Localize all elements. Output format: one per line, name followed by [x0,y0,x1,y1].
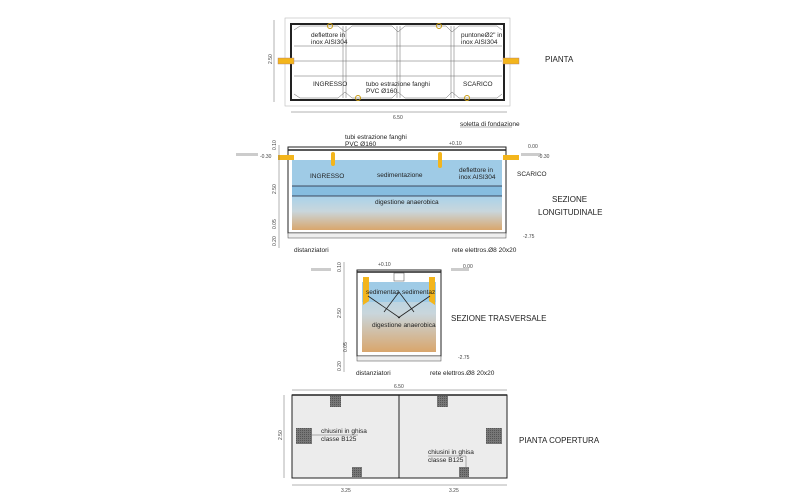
label-soletta: soletta di fondazione [460,121,520,128]
label-tubo: tubo estrazione fanghi [366,81,430,88]
tank-outline [290,23,505,101]
label-digestione: digestione anaerobica [375,199,439,206]
transverse-section: +0.10 0.00 -2.75 sedimentaz sedimentaz d… [311,262,546,377]
svg-text:-0.30: -0.30 [538,154,550,160]
svg-text:sedimentaz: sedimentaz [402,289,435,296]
svg-text:classe B125: classe B125 [428,457,464,464]
manhole-cover-icon [437,396,448,407]
outlet-pipe-icon [502,57,520,65]
svg-text:2.50: 2.50 [337,308,343,318]
svg-text:0.20: 0.20 [272,236,278,246]
dim-width: 2.50 [268,54,274,64]
svg-text:0.05: 0.05 [272,219,278,229]
svg-text:inox AISI304: inox AISI304 [459,174,496,181]
label-rete: rete elettros.Ø8 20x20 [452,247,517,254]
label-tubi: tubi estrazione fanghi [345,134,407,141]
svg-text:sedimentaz: sedimentaz [366,289,399,296]
digestion-zone [292,196,502,230]
svg-text:deflettore in: deflettore in [459,167,493,174]
title-pianta: PIANTA [545,55,574,64]
label-deflettore: deflettore in [311,32,345,39]
svg-text:0.10: 0.10 [337,262,343,272]
pipe-icon [327,23,333,29]
svg-text:+0.10: +0.10 [378,262,391,268]
label-ingresso: INGRESSO [310,173,344,180]
svg-text:2.50: 2.50 [278,430,284,440]
title-sezione-trasversale: SEZIONE TRASVERSALE [451,314,546,323]
title-pianta-copertura: PIANTA COPERTURA [519,436,600,445]
label-chiusini: chiusini in ghisa [428,449,474,456]
tank-ribs [293,25,503,99]
label-chiusini: chiusini in ghisa [321,428,367,435]
svg-text:-0.30: -0.30 [260,154,272,160]
pipe-icon [436,23,442,29]
pipe-icon [331,152,335,166]
manhole-cover-icon [352,467,362,477]
svg-text:distanziatori: distanziatori [356,370,391,377]
svg-text:+0.10: +0.10 [449,141,462,147]
longitudinal-section: tubi estrazione fanghi PVC Ø160 +0.10 0.… [236,134,602,254]
pipe-icon [464,95,470,101]
pipe-icon [355,95,361,101]
manhole-cover-icon [459,467,469,477]
manhole-cover-icon [296,428,312,444]
inlet-pipe-icon [277,57,295,65]
svg-text:-2.75: -2.75 [458,355,470,361]
svg-text:rete elettros.Ø8 20x20: rete elettros.Ø8 20x20 [430,370,495,377]
svg-text:classe B125: classe B125 [321,436,357,443]
svg-text:3.25: 3.25 [449,488,459,494]
title-sezione-longitudinale: SEZIONE [552,195,587,204]
svg-text:inox AISI304: inox AISI304 [461,39,498,46]
label-distanziatori: distanziatori [294,247,329,254]
svg-text:PVC Ø160: PVC Ø160 [366,88,397,95]
cover-plan: chiusini in ghisa classe B125 chiusini i… [278,384,600,494]
manhole-cover-icon [486,428,502,444]
manhole-cover-icon [330,396,341,407]
label-puntone: puntoneØ2" in [461,32,503,39]
label-scarico: SCARICO [517,171,547,178]
svg-text:LONGITUDINALE: LONGITUDINALE [538,208,602,217]
outlet-pipe-icon [503,155,519,160]
sedimentation-zone [292,160,502,186]
svg-text:0.00: 0.00 [528,144,538,150]
label-scarico: SCARICO [463,81,493,88]
svg-text:inox AISI304: inox AISI304 [311,39,348,46]
label-ingresso: INGRESSO [313,81,347,88]
svg-text:0.20: 0.20 [337,361,343,371]
svg-text:6.50: 6.50 [394,384,404,390]
plan-view: deflettore in inox AISI304 puntoneØ2" in… [268,17,574,128]
svg-text:0.05: 0.05 [343,342,349,352]
label-sedimentazione: sedimentazione [377,172,423,179]
svg-text:-2.75: -2.75 [523,234,535,240]
svg-text:0.10: 0.10 [272,140,278,150]
pipe-icon [438,152,442,168]
svg-text:0.00: 0.00 [463,264,473,270]
svg-text:3.25: 3.25 [341,488,351,494]
svg-text:PVC Ø160: PVC Ø160 [345,141,376,148]
svg-text:2.50: 2.50 [272,184,278,194]
label-digestione: digestione anaerobica [372,322,436,329]
dim-length: 6.50 [393,115,403,121]
inlet-pipe-icon [278,155,294,160]
